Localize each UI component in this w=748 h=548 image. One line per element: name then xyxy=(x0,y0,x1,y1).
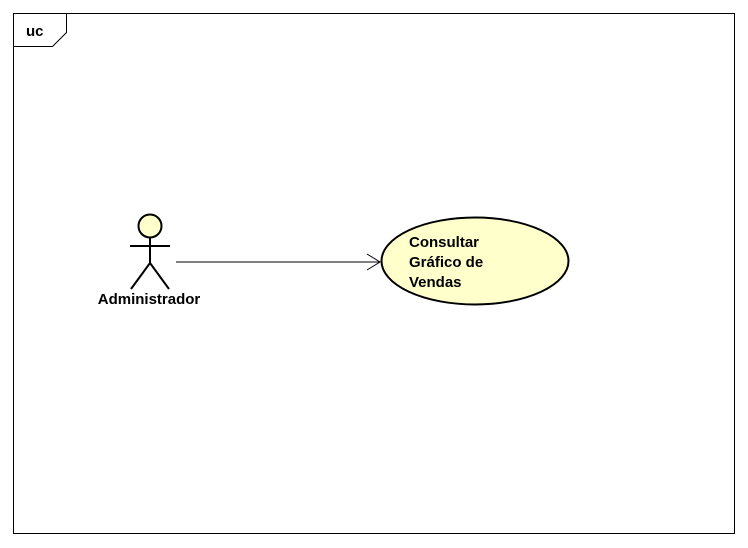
use-case-line-1: Consultar xyxy=(409,234,479,251)
actor-left-leg xyxy=(130,262,151,290)
use-case-consultar-grafico-de-vendas[interactable]: Consultar Gráfico de Vendas xyxy=(380,216,570,306)
diagram-frame xyxy=(13,13,735,534)
actor-head xyxy=(137,213,163,239)
association-arrow[interactable] xyxy=(176,253,381,271)
use-case-line-3: Vendas xyxy=(409,274,462,291)
use-case-ellipse xyxy=(380,216,570,306)
actor-right-leg xyxy=(149,262,170,290)
arrow-head xyxy=(366,253,381,271)
frame-tag-box xyxy=(13,13,67,47)
use-case-line-2: Gráfico de xyxy=(409,254,483,271)
actor-administrador[interactable]: Administrador xyxy=(98,213,201,309)
frame-tag-label: uc xyxy=(26,23,44,40)
actor-label: Administrador xyxy=(98,291,201,308)
